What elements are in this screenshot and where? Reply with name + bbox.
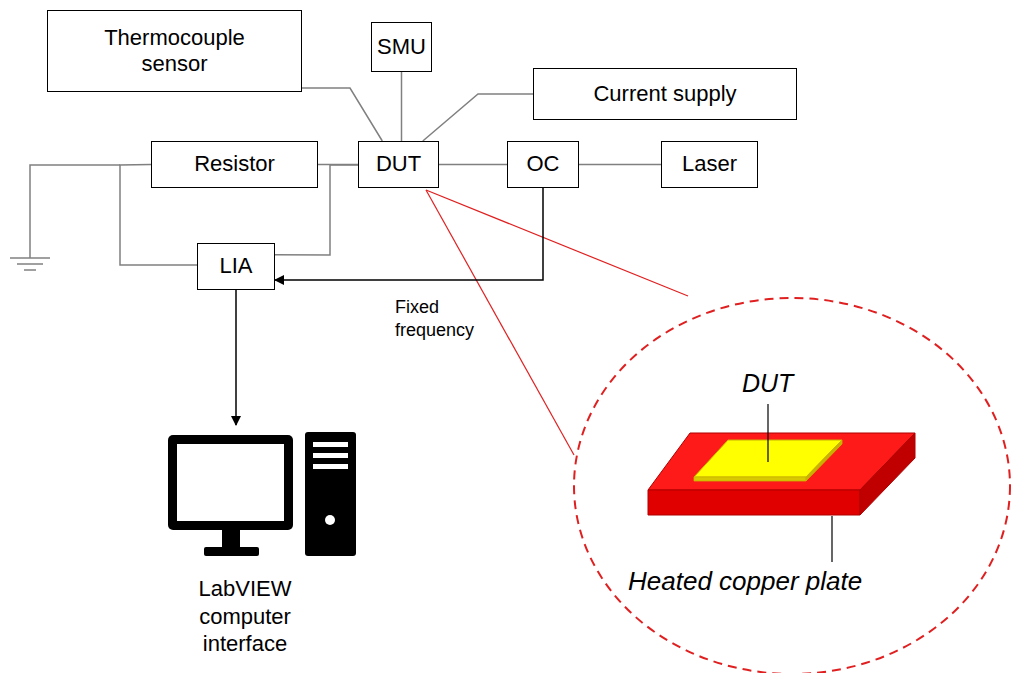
node-text: LIA bbox=[219, 253, 252, 279]
tower-icon bbox=[325, 515, 335, 525]
node-text: Laser bbox=[682, 151, 737, 177]
monitor-icon bbox=[177, 444, 284, 521]
wire bbox=[439, 164, 507, 166]
dut-chip bbox=[806, 440, 842, 481]
supply-box: Current supply bbox=[533, 68, 797, 120]
node-text: Resistor bbox=[194, 151, 275, 177]
ground-symbol bbox=[24, 269, 36, 271]
wire bbox=[423, 94, 533, 141]
part-label: DUT bbox=[742, 369, 793, 398]
node-text: LabVIEW computer interface bbox=[180, 575, 310, 658]
smu-box: SMU bbox=[371, 22, 432, 72]
tower-icon bbox=[305, 432, 356, 556]
dut-box: DUT bbox=[358, 141, 439, 188]
tower-icon bbox=[313, 442, 348, 447]
node-text: Thermocouple sensor bbox=[75, 25, 275, 78]
signal-arrow bbox=[275, 188, 543, 280]
wire bbox=[401, 72, 403, 141]
wire bbox=[579, 164, 661, 166]
copper-plate bbox=[648, 490, 860, 515]
leader-line bbox=[831, 516, 832, 562]
oc-box: OC bbox=[507, 141, 579, 188]
tower-icon bbox=[313, 453, 348, 458]
laser-box: Laser bbox=[661, 141, 758, 188]
resistor-box: Resistor bbox=[151, 141, 318, 188]
copper-plate bbox=[860, 433, 915, 515]
dut-chip bbox=[694, 477, 806, 481]
ground-wire bbox=[30, 165, 120, 258]
computer-node: LabVIEW computer interface bbox=[160, 425, 360, 670]
ground-symbol bbox=[10, 257, 50, 259]
tower-icon bbox=[313, 464, 348, 469]
ground-symbol bbox=[17, 263, 43, 265]
zoom-circle bbox=[574, 298, 1010, 673]
monitor-icon bbox=[168, 435, 293, 530]
signal-arrow bbox=[235, 290, 237, 425]
edge-label: Fixed frequency bbox=[395, 296, 515, 343]
monitor-icon bbox=[222, 530, 240, 548]
node-text: DUT bbox=[376, 151, 421, 177]
node-text: OC bbox=[527, 151, 560, 177]
node-text: Current supply bbox=[593, 81, 736, 107]
sensor-box: Thermocouple sensor bbox=[47, 10, 302, 92]
wire bbox=[302, 88, 382, 141]
node-text: SMU bbox=[377, 34, 426, 60]
monitor-icon bbox=[204, 547, 259, 556]
lia-box: LIA bbox=[197, 243, 275, 290]
leader-line bbox=[767, 404, 768, 462]
part-label: Heated copper plate bbox=[628, 566, 862, 597]
